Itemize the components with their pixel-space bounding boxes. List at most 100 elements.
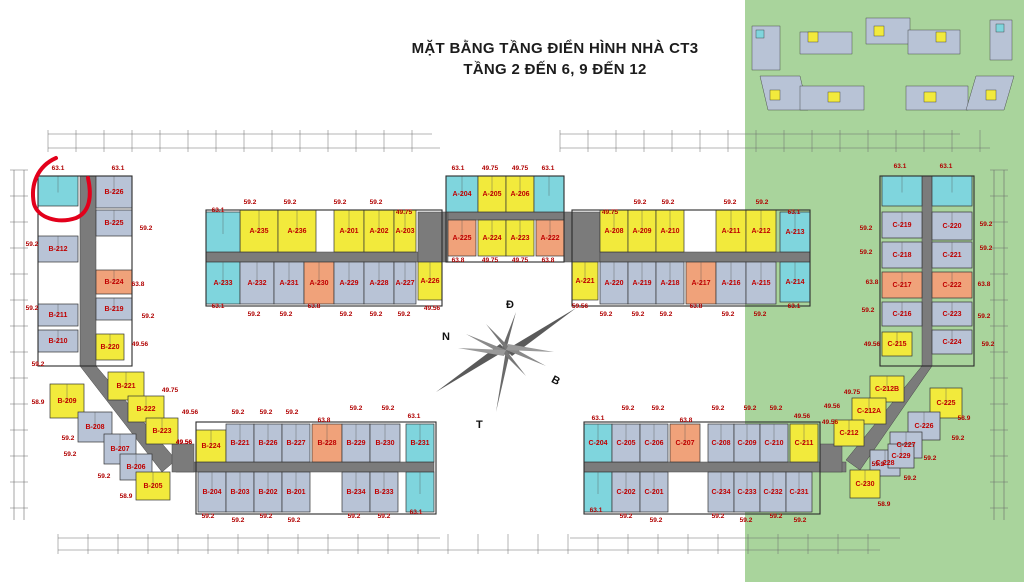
unit-area-u-a211: 59.2 [724,199,737,206]
unit-area-u-c233: 59.2 [740,517,753,524]
unit-code-u-a203: A-203 [395,228,414,235]
unit-code-u-b230: B-230 [375,440,394,447]
unit-area-u-b219: 59.2 [142,313,155,320]
unit-code-u-c216: C-216 [892,311,911,318]
unit-area-u-b226b: 59.2 [260,409,273,416]
unit-code-u-b228: B-228 [317,440,336,447]
unit-code-u-c228: C-228 [875,460,894,467]
unit-code-u-a205: A-205 [482,191,501,198]
unit-area-u-b228: 63.8 [318,417,331,424]
unit-area-u-ctop2: 63.1 [940,163,953,170]
unit-area-u-c229: 59.2 [872,461,885,468]
unit-code-u-a236: A-236 [287,228,306,235]
title-line-1: MẶT BẰNG TẦNG ĐIỂN HÌNH NHÀ CT3 [411,40,699,57]
unit-area-u-c202: 59.2 [620,513,633,520]
unit-area-u-c210: 59.2 [770,405,783,412]
unit-area-u-b208: 59.2 [62,435,75,442]
unit-code-u-a232: A-232 [247,280,266,287]
unit-area-u-c212: 49.56 [822,419,839,426]
unit-area-u-c223: 59.2 [978,313,991,320]
unit-area-u-c215: 49.56 [864,341,881,348]
unit-code-u-c207: C-207 [675,440,694,447]
unit-area-u-a229: 59.2 [340,311,353,318]
unit-area-u-b223: 49.56 [176,439,193,446]
unit-code-u-c224: C-224 [942,339,961,346]
compass-b: B [549,374,562,388]
unit-code-u-b226: B-226 [104,189,123,196]
unit-area-u-c216: 59.2 [862,307,875,314]
unit-area-u-a207: 63.1 [542,165,555,172]
unit-code-u-c221: C-221 [942,252,961,259]
title-line-2: TẦNG 2 ĐẾN 6, 9 ĐẾN 12 [463,61,647,78]
unit-code-u-a230: A-230 [309,280,328,287]
unit-code-u-b224b: B-224 [201,443,220,450]
unit-code-u-c211: C-211 [795,440,814,447]
unit-area-u-b222: 49.56 [182,409,199,416]
unit-area-u-b229: 59.2 [350,405,363,412]
unit-code-u-a228: A-228 [369,280,388,287]
unit-area-u-b232: 63.1 [410,509,423,516]
unit-code-u-c205: C-205 [616,440,635,447]
unit-area-u-a209: 59.2 [634,199,647,206]
unit-code-u-b203: B-203 [230,489,249,496]
unit-area-u-a212: 59.2 [756,199,769,206]
unit-area-u-a231: 59.2 [280,311,293,318]
unit-area-u-a210: 59.2 [662,199,675,206]
unit-area-u-a217: 63.8 [690,303,703,310]
compass-rose: N Đ B T [436,299,576,431]
unit-area-u-a220: 59.2 [600,311,613,318]
unit-code-u-c210: C-210 [764,440,783,447]
unit-area-u-b-top: 63.1 [52,165,65,172]
unit-area-u-a205: 49.75 [482,165,499,172]
unit-code-u-c212a: C-212A [857,408,881,415]
unit-code-u-c225: C-225 [936,400,955,407]
unit-code-u-a202: A-202 [369,228,388,235]
unit-code-u-c208: C-208 [711,440,730,447]
unit-area-u-a216: 59.2 [722,311,735,318]
unit-code-u-b211: B-211 [49,312,68,319]
unit-code-u-b220: B-220 [100,344,119,351]
unit-area-u-c224: 59.2 [982,341,995,348]
unit-area-u-a233: 63.1 [212,303,225,310]
unit-code-u-a231: A-231 [279,280,298,287]
unit-code-u-c229: C-229 [891,453,910,460]
unit-area-u-b203: 59.2 [232,517,245,524]
unit-code-u-b234: B-234 [346,489,365,496]
unit-area-u-c207: 63.8 [680,417,693,424]
unit-code-u-c234: C-234 [711,489,730,496]
unit-area-u-b231: 63.1 [408,413,421,420]
unit-code-u-a206: A-206 [510,191,529,198]
unit-code-u-b204: B-204 [202,489,221,496]
unit-code-u-a222: A-222 [540,235,559,242]
unit-code-u-a224: A-224 [482,235,501,242]
unit-code-u-a209: A-209 [632,228,651,235]
unit-area-u-c217: 63.8 [866,279,879,286]
unit-area-u-c221: 59.2 [980,245,993,252]
unit-code-u-b202: B-202 [258,489,277,496]
unit-code-u-b225: B-225 [104,220,123,227]
unit-code-u-b227: B-227 [286,440,305,447]
unit-area-u-b207: 59.2 [98,473,111,480]
unit-code-u-b212: B-212 [48,246,67,253]
unit-area-u-c204: 63.1 [592,415,605,422]
unit-code-u-c226: C-226 [914,423,933,430]
plan-title: MẶT BẰNG TẦNG ĐIỂN HÌNH NHÀ CT3 TẦNG 2 Đ… [0,38,1024,80]
unit-code-u-c212: C-212 [839,430,858,437]
unit-area-u-a202: 59.2 [370,199,383,206]
unit-area-u-a224: 49.75 [482,257,499,264]
unit-code-u-a218: A-218 [660,280,679,287]
unit-code-u-a220: A-220 [604,280,623,287]
unit-area-u-b205: 58.9 [120,493,133,500]
unit-area-u-c220: 59.2 [980,221,993,228]
unit-area-u-b234: 59.2 [348,513,361,520]
unit-area-u-a204: 63.1 [452,165,465,172]
unit-area-u-b211: 59.2 [26,305,39,312]
dimension-ticks [10,130,1008,554]
unit-area-u-c227: 59.2 [924,455,937,462]
unit-area-u-b204: 59.2 [202,513,215,520]
unit-area-u-b202: 59.2 [260,513,273,520]
unit-area-u-a227: 59.2 [398,311,411,318]
unit-area-u-a228: 59.2 [370,311,383,318]
